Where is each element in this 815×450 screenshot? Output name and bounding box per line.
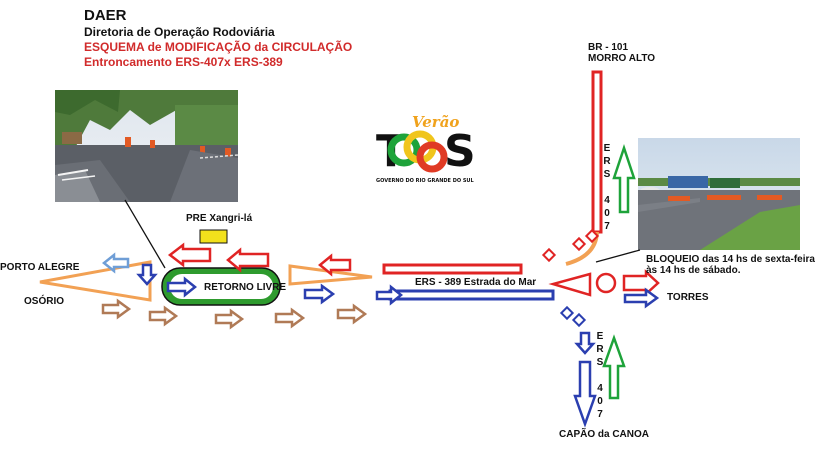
diamond-red-3 [541, 247, 557, 263]
ers407-north-red-lane [591, 70, 603, 234]
svg-text:GOVERNO DO RIO GRANDE DO SUL: GOVERNO DO RIO GRANDE DO SUL [376, 178, 474, 184]
median-label-box [170, 274, 273, 299]
scheme-title: ESQUEMA de MODIFICAÇÃO da CIRCULAÇÃO [84, 40, 353, 54]
arrow-brown-1 [101, 298, 132, 320]
photo-right-icon [638, 138, 800, 250]
diamond-blue-2 [571, 312, 587, 328]
north-road-label: BR - 101 [588, 42, 629, 53]
porto-alegre-label: PORTO ALEGRE [0, 262, 80, 273]
ers407-north-vertical-label: E R S 4 0 7 [603, 143, 611, 232]
svg-text:Verão: Verão [412, 113, 459, 131]
bloqueio-line1: BLOQUEIO das 14 hs de sexta-feira [646, 254, 815, 265]
junction-title: Entroncamento ERS-407x ERS-389 [84, 55, 283, 69]
ers407-south-vertical-label: E R S 4 0 7 [596, 331, 604, 420]
arrow-brown-4 [274, 307, 306, 329]
retorno-label: RETORNO LIVRE [204, 282, 287, 293]
arrow-brown-5 [336, 303, 368, 325]
arrow-blue-capao [573, 360, 597, 428]
arrow-brown-3 [214, 308, 245, 330]
arrow-red-1 [167, 242, 212, 268]
diamond-red-1 [571, 236, 587, 252]
arrow-blue-2 [303, 283, 336, 305]
arrow-brown-2 [148, 305, 179, 327]
arrow-red-east [622, 269, 660, 297]
ers389-label: ERS - 389 Estrada do Mar [415, 277, 537, 288]
arrow-blue-turn [136, 263, 158, 286]
arrow-blue-3 [375, 284, 404, 306]
arrow-blue-1 [166, 276, 198, 298]
arrow-red-3 [318, 253, 352, 277]
arrow-green-south [602, 334, 626, 400]
capao-label: CAPÃO da CANOA [559, 429, 650, 440]
north-place-label: MORRO ALTO [588, 53, 656, 64]
photo-left-icon [55, 90, 239, 202]
arrow-green-north [612, 144, 636, 214]
diamond-red-2 [584, 228, 600, 244]
photo-left-pointer [124, 199, 166, 269]
torres-label: TORRES [667, 292, 709, 303]
junction-triangle-left [548, 272, 592, 297]
diamond-blue-1 [559, 305, 575, 321]
org-title: DAER [84, 7, 127, 24]
junction-roundabout [595, 272, 617, 294]
todos-logo-icon: T S Verão GOVERNO DO RIO GRANDE DO SUL [376, 113, 476, 184]
pre-label: PRE Xangri-lá [186, 213, 253, 224]
ers389-blue-lane [388, 289, 555, 301]
arrow-red-2 [226, 247, 270, 273]
osorio-label: OSÓRIO [24, 296, 65, 307]
ers389-red-lane [382, 263, 523, 275]
department-title: Diretoria de Operação Rodoviária [84, 25, 275, 39]
photo-right-pointer [595, 249, 641, 263]
bloqueio-line2: às 14 hs de sábado. [646, 265, 741, 276]
arrow-lightblue-porto [101, 252, 130, 274]
pre-box [199, 229, 228, 244]
arrow-blue-down-small [574, 331, 596, 355]
svg-text:S: S [444, 126, 476, 177]
arrow-blue-torres [623, 287, 660, 309]
